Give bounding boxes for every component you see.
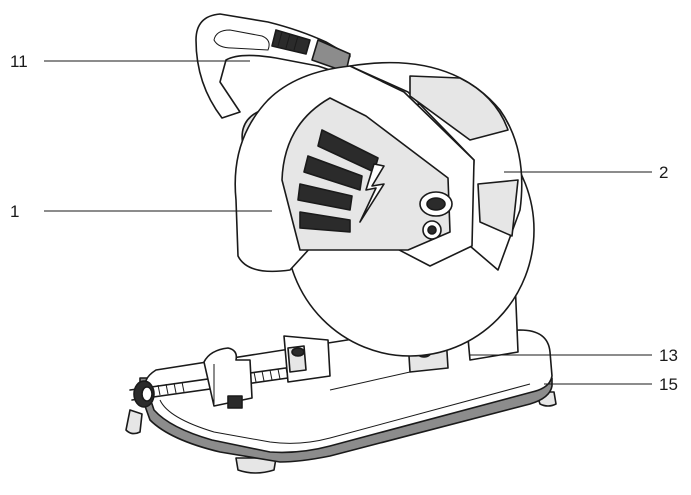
upper-guard-panel-top xyxy=(409,75,509,141)
handle-grip xyxy=(195,13,351,119)
base-foot-front xyxy=(235,457,277,474)
base-rim xyxy=(159,383,531,444)
callout-2: 2 xyxy=(504,163,668,182)
guard-warning-bolt-icon xyxy=(359,163,385,223)
callout-11-label: 11 xyxy=(10,52,28,71)
vise-handle-cap xyxy=(141,386,153,402)
handle-trigger-grip xyxy=(271,29,311,55)
callout-2-label: 2 xyxy=(659,163,668,182)
saw-handle xyxy=(195,13,351,119)
spindle-lock-core xyxy=(426,197,446,211)
arbor-bolt-center xyxy=(427,225,437,235)
callout-11: 11 xyxy=(10,52,250,71)
callout-15: 15 xyxy=(544,375,678,394)
upper-guard-panel-side xyxy=(477,179,519,237)
base-slot xyxy=(329,371,411,391)
callout-15-label: 15 xyxy=(659,375,678,394)
handle-ribs xyxy=(277,31,299,51)
vise-movable-jaw xyxy=(203,347,253,407)
saw-vise xyxy=(129,335,331,409)
callout-13-label: 13 xyxy=(659,346,678,365)
vise-clamp-bolt xyxy=(227,395,243,409)
handle-opening xyxy=(213,29,270,51)
callout-1: 1 xyxy=(10,202,272,221)
callout-13: 13 xyxy=(470,346,678,365)
saw-blade-guard xyxy=(234,61,523,273)
base-foot-left xyxy=(125,409,143,435)
callout-1-label: 1 xyxy=(10,202,19,221)
vise-fence-bolt xyxy=(291,347,305,357)
guard-vents xyxy=(297,129,379,233)
